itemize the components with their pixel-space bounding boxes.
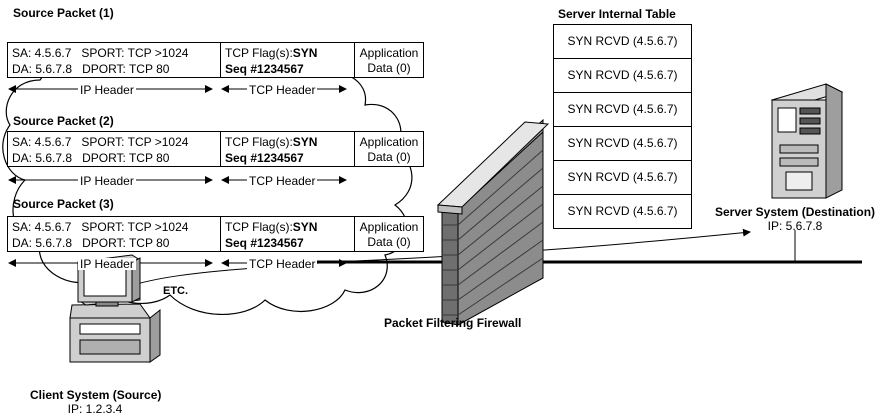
application-data-label: Application (359, 135, 419, 149)
destination-address: DA: 5.6.7.8 (12, 236, 73, 250)
destination-address: DA: 5.6.7.8 (12, 62, 73, 76)
client-ip: IP: 1.2.3.4 (67, 402, 123, 416)
packet-3-title: Source Packet (3) (13, 197, 114, 211)
source-address: SA: 4.5.6.7 (12, 220, 72, 234)
source-address: SA: 4.5.6.7 (12, 46, 72, 60)
client-label: Client System (Source) (30, 388, 162, 402)
destination-port: DPORT: TCP 80 (82, 151, 170, 165)
tcp-flag-value: SYN (292, 220, 318, 234)
tcp-header-label: TCP Header (247, 174, 318, 188)
tcp-flag-value: SYN (292, 135, 318, 149)
network-cloud (2, 58, 413, 316)
application-data-value: Data (0) (367, 150, 411, 164)
ip-header-label: IP Header (78, 174, 136, 188)
tcp-flag-label: TCP Flag(s): (225, 135, 293, 149)
destination-address: DA: 5.6.7.8 (12, 151, 73, 165)
tcp-flag-value: SYN (292, 46, 318, 60)
tcp-header-label: TCP Header (247, 83, 318, 97)
application-data-label: Application (359, 220, 419, 234)
server-tower-icon (770, 83, 844, 199)
server-label: Server System (Destination) (714, 205, 876, 219)
firewall-label: Packet Filtering Firewall (384, 316, 522, 330)
packet-1-title: Source Packet (1) (13, 6, 114, 20)
sequence-number: Seq #1234567 (225, 236, 304, 250)
destination-port: DPORT: TCP 80 (82, 62, 170, 76)
source-address: SA: 4.5.6.7 (12, 135, 72, 149)
application-data-value: Data (0) (367, 235, 411, 249)
client-to-server-arrow (99, 228, 751, 299)
table-row: SYN RCVD (4.5.6.7) (554, 161, 691, 195)
ip-header-label: IP Header (78, 257, 136, 271)
etc-label: ETC. (163, 285, 189, 297)
table-row: SYN RCVD (4.5.6.7) (554, 127, 691, 161)
ip-header-label: IP Header (78, 83, 136, 97)
tcp-flag-label: TCP Flag(s): (225, 46, 293, 60)
application-data-label: Application (359, 46, 419, 60)
server-table-title: Server Internal Table (558, 7, 676, 21)
table-row: SYN RCVD (4.5.6.7) (554, 25, 691, 59)
server-ip: IP: 5.6.7.8 (767, 219, 823, 233)
tcp-header-label: TCP Header (247, 257, 318, 271)
brick-wall-icon (436, 118, 550, 326)
packet-2-title: Source Packet (2) (13, 114, 114, 128)
source-port: SPORT: TCP >1024 (81, 46, 189, 60)
sequence-number: Seq #1234567 (225, 151, 304, 165)
destination-port: DPORT: TCP 80 (82, 236, 170, 250)
server-internal-table: SYN RCVD (4.5.6.7) SYN RCVD (4.5.6.7) SY… (553, 24, 692, 229)
application-data-value: Data (0) (367, 61, 411, 75)
sequence-number: Seq #1234567 (225, 62, 304, 76)
source-port: SPORT: TCP >1024 (81, 220, 189, 234)
source-port: SPORT: TCP >1024 (81, 135, 189, 149)
tcp-flag-label: TCP Flag(s): (225, 220, 293, 234)
table-row: SYN RCVD (4.5.6.7) (567, 204, 678, 218)
table-row: SYN RCVD (4.5.6.7) (554, 59, 691, 93)
table-row: SYN RCVD (4.5.6.7) (554, 93, 691, 127)
